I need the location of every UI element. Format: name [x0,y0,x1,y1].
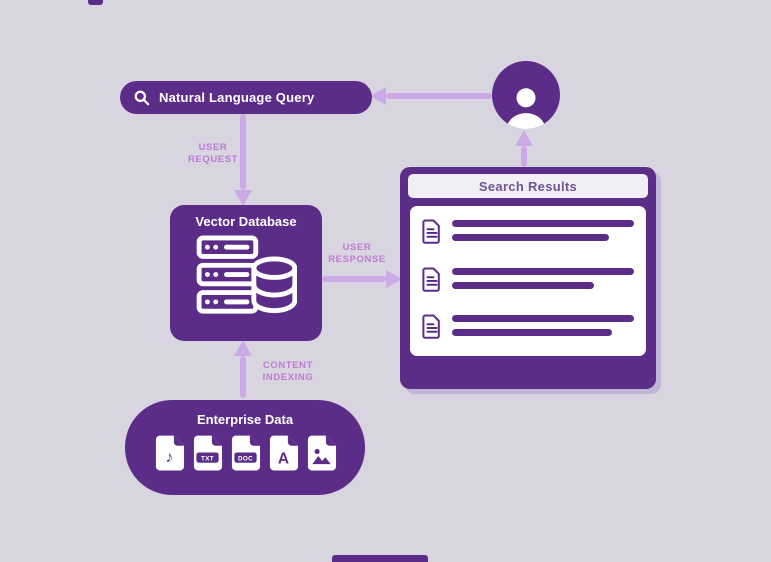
search-results-header: Search Results [408,174,648,198]
enterprise-data-label: Enterprise Data [196,412,294,427]
arrow-query-to-vectordb [240,114,246,190]
edge-label-user-response: USER RESPONSE [328,242,386,266]
arrowhead-left [370,87,386,105]
arrow-enterprise-to-vectordb [240,356,246,398]
doc-file-icon: DOC [231,435,260,471]
pdf-file-icon: A [269,435,298,471]
svg-text:DOC: DOC [237,456,252,463]
edge-label-content-indexing: CONTENT INDEXING [262,360,314,384]
arrowhead-down [234,190,252,206]
search-results-list [410,206,646,356]
enterprise-data-node: Enterprise Data ♪ TXT DOC A [125,400,365,495]
svg-text:♪: ♪ [165,449,173,466]
search-result-item [422,219,634,248]
database-server-icon [195,234,298,323]
svg-text:TXT: TXT [200,456,213,463]
natural-language-query-node: Natural Language Query [120,81,372,114]
arrowhead-up [234,340,252,356]
search-results-panel: Search Results [400,167,656,389]
arrowhead-up [515,130,533,146]
arrowhead-right [386,270,402,288]
result-text-line [452,329,613,336]
search-result-item [422,267,634,296]
query-label: Natural Language Query [159,90,315,105]
search-result-item [422,314,634,343]
search-icon [134,90,150,106]
audio-file-icon: ♪ [155,435,184,471]
result-text-line [452,281,594,289]
arrow-vectordb-to-results [322,276,386,282]
search-results-title: Search Results [478,178,578,194]
vector-database-label: Vector Database [195,214,297,229]
result-text-lines [452,267,634,296]
svg-text:A: A [277,451,288,468]
person-icon [506,88,546,129]
document-icon [422,219,440,244]
document-icon [422,267,440,292]
user-node [492,61,560,129]
result-text-line [452,220,634,227]
image-file-icon [307,435,336,471]
document-icon [422,314,440,339]
decoration [332,555,428,562]
vector-database-node: Vector Database [170,205,322,341]
result-text-line [452,267,634,275]
result-text-line [452,234,609,241]
txt-file-icon: TXT [193,435,222,471]
result-text-lines [452,219,634,248]
decoration [88,0,103,5]
result-text-lines [452,314,634,343]
arrow-user-to-query [386,93,492,99]
edge-label-user-request: USER REQUEST [187,142,239,166]
result-text-line [452,315,634,322]
file-icons-row: ♪ TXT DOC A [154,434,337,472]
arrow-results-to-user [521,146,527,167]
